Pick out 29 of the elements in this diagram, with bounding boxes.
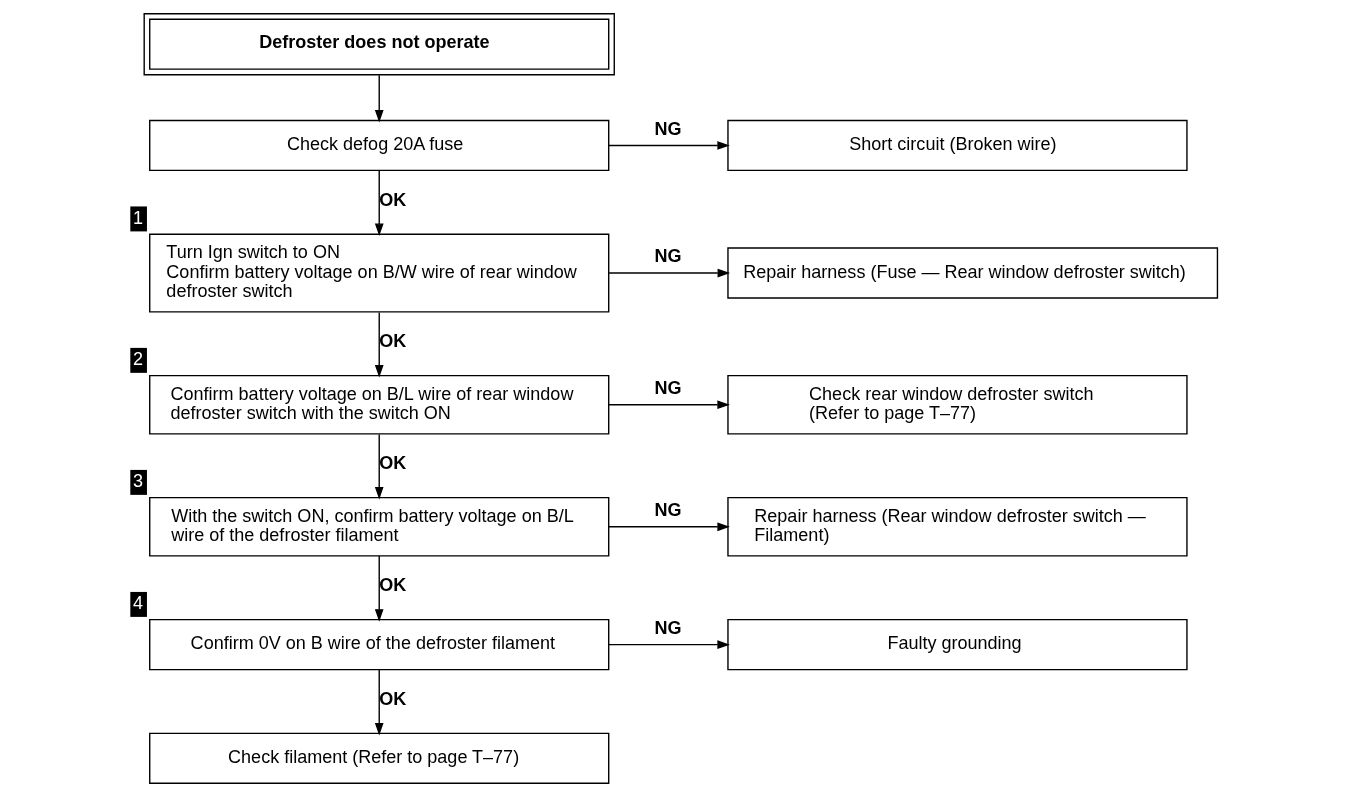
node-label: 4	[133, 593, 144, 614]
arrow	[608, 141, 730, 150]
node-label: 1	[133, 207, 144, 228]
arrow	[608, 640, 730, 649]
node-box: Faulty grounding	[727, 618, 1188, 671]
node-label: 2	[133, 349, 144, 370]
arrow	[608, 522, 730, 532]
node-box: Check rear window defroster switch (Refer to page T–77)	[727, 374, 1188, 435]
arrow	[374, 74, 384, 123]
edge-label: OK	[379, 688, 407, 709]
node-box: Check filament (Refer to page T–77)	[149, 732, 610, 784]
edge-label: NG	[654, 378, 682, 399]
arrow	[374, 311, 384, 378]
edge-label: NG	[654, 246, 682, 267]
arrow	[608, 400, 730, 410]
arrow	[608, 268, 731, 278]
edge-label: NG	[654, 500, 682, 521]
edge-label: NG	[654, 618, 682, 639]
node-box: Check defog 20A fuse	[149, 119, 610, 172]
arrow	[374, 555, 384, 622]
edge-label: NG	[654, 118, 682, 139]
node-box: Short circuit (Broken wire)	[727, 119, 1188, 172]
arrow	[374, 433, 384, 500]
arrow	[374, 170, 384, 236]
node-box: Defroster does not operate	[143, 13, 615, 76]
arrow	[374, 669, 384, 736]
node-box: Repair harness (Fuse — Rear window defroster switch)	[727, 247, 1219, 299]
node-label: 3	[133, 471, 144, 492]
node-box: Repair harness (Rear window defroster switch — Filament)	[727, 496, 1188, 557]
